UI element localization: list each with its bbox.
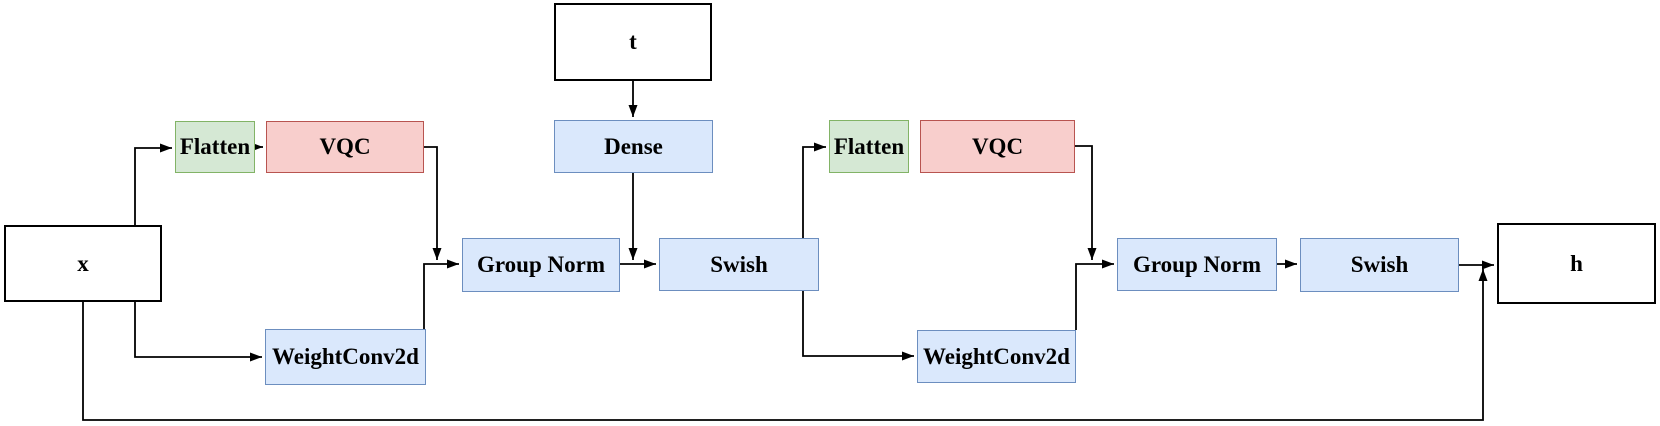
node-weightconv2d-1-label: WeightConv2d — [272, 344, 419, 369]
node-weightconv2d-1: WeightConv2d — [265, 329, 426, 385]
edge-weightconv1-to-groupnorm1 — [423, 259, 459, 329]
node-input-t-label: t — [629, 29, 637, 54]
node-groupnorm-2: Group Norm — [1117, 238, 1277, 291]
node-vqc-1-label: VQC — [319, 134, 371, 159]
node-vqc-2-label: VQC — [971, 133, 1024, 159]
node-output-h-label: h — [1570, 250, 1583, 276]
edge-weightconv2-to-groupnorm2 — [1075, 259, 1114, 330]
node-swish-1: Swish — [659, 238, 819, 291]
node-groupnorm-1: Group Norm — [462, 238, 620, 292]
node-dense-label: Dense — [604, 133, 663, 159]
edge-vqc2-to-merge2 — [1075, 145, 1097, 260]
node-flatten-1: Flatten — [175, 121, 255, 173]
node-flatten-1-label: Flatten — [179, 134, 251, 159]
edge-swish1-to-weightconv2 — [802, 291, 914, 361]
node-input-x: x — [4, 225, 162, 302]
node-dense: Dense — [554, 120, 713, 173]
node-swish-2-label: Swish — [1350, 252, 1409, 277]
edge-x-to-weightconv1 — [134, 302, 262, 362]
edge-x-to-flatten1 — [134, 143, 172, 225]
node-groupnorm-2-label: Group Norm — [1133, 251, 1261, 277]
node-input-x-label: x — [77, 250, 89, 276]
node-weightconv2d-2: WeightConv2d — [917, 330, 1076, 383]
node-weightconv2d-2-label: WeightConv2d — [923, 343, 1070, 369]
node-flatten-2: Flatten — [829, 120, 909, 173]
edge-swish1-to-flatten2 — [802, 142, 826, 238]
node-swish-1-label: Swish — [710, 251, 768, 277]
node-vqc-1: VQC — [266, 121, 424, 173]
node-groupnorm-1-label: Group Norm — [477, 252, 605, 277]
edge-skip-x-to-h — [82, 269, 1488, 421]
node-input-t: t — [554, 3, 712, 81]
node-flatten-2-label: Flatten — [833, 133, 905, 159]
node-vqc-2: VQC — [920, 120, 1075, 173]
node-output-h: h — [1497, 223, 1656, 304]
edge-vqc1-to-merge1 — [424, 146, 442, 260]
node-swish-2: Swish — [1300, 238, 1459, 292]
